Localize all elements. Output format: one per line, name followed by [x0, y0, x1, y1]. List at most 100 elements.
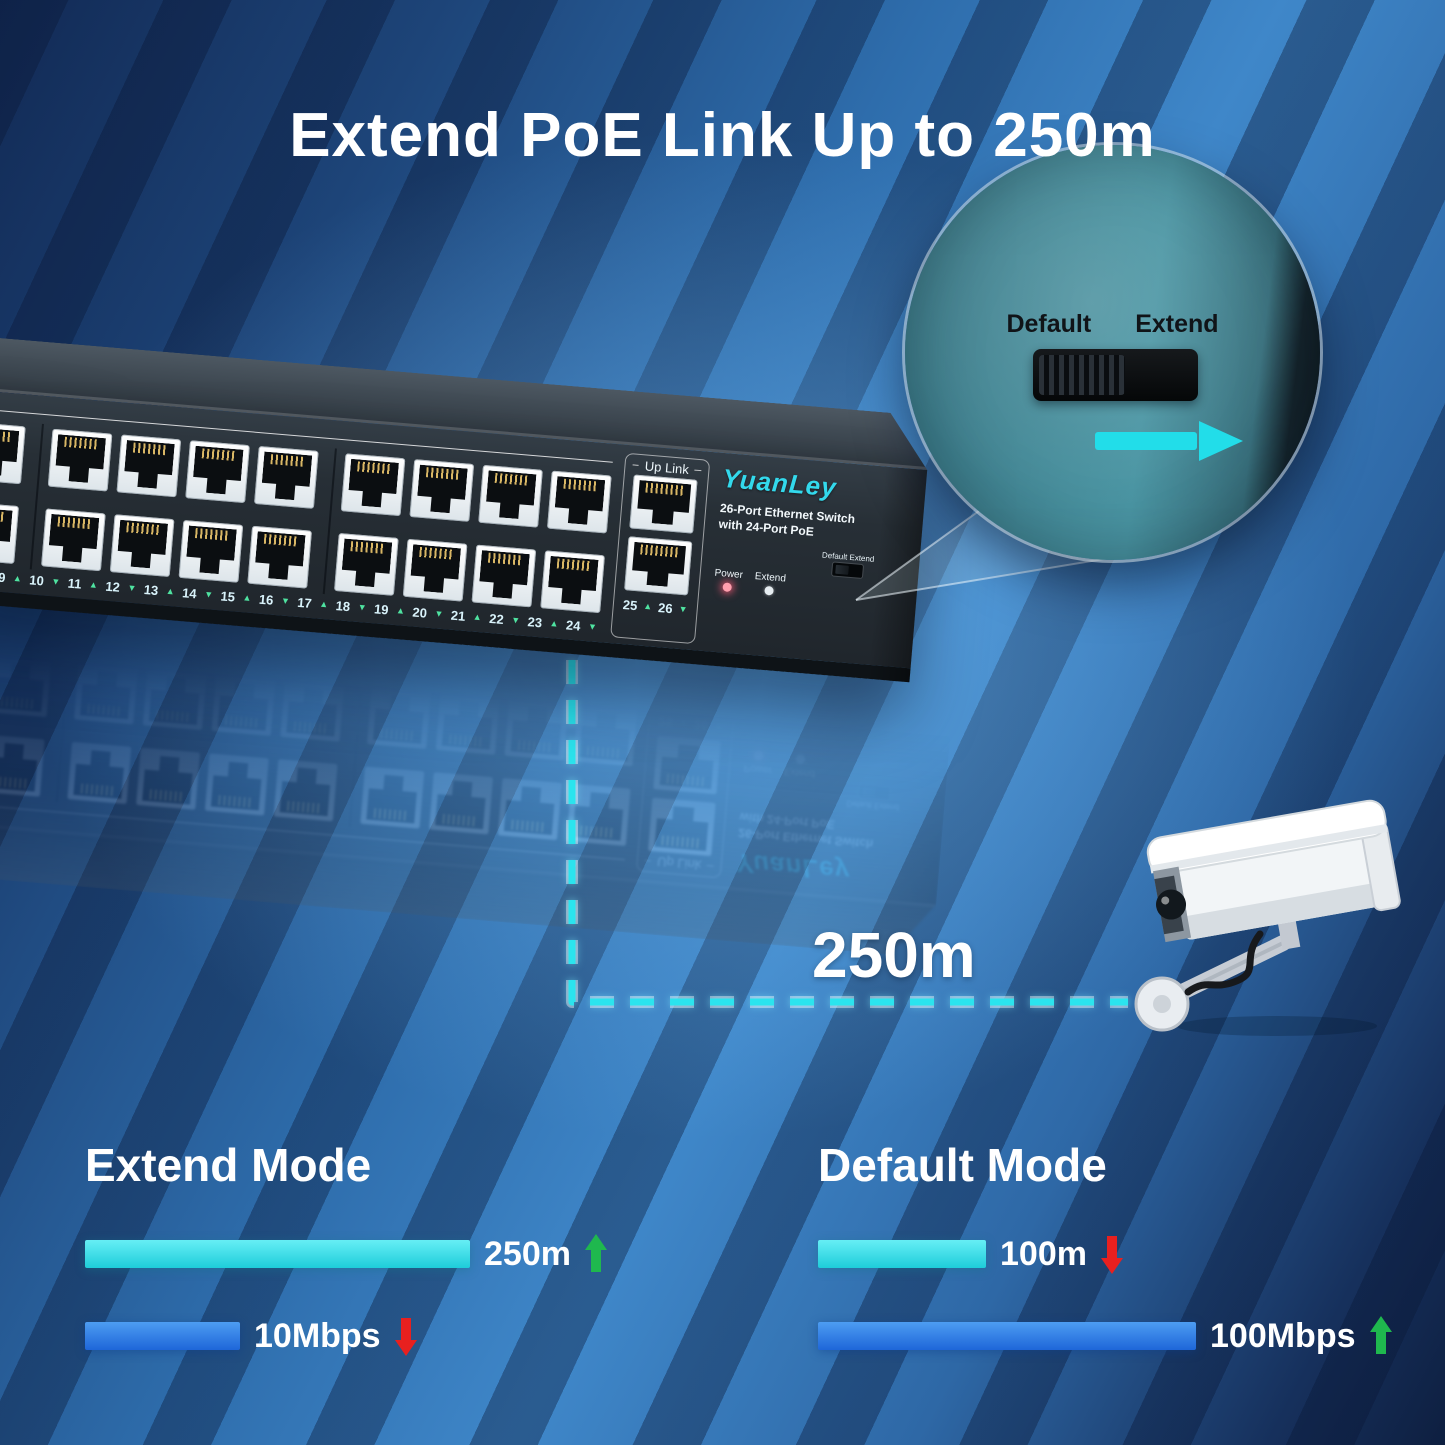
- port-number: 18: [335, 597, 351, 614]
- port-number: 9: [0, 569, 7, 585]
- port-column: [428, 692, 501, 835]
- rj45-port: [435, 692, 501, 755]
- zoom-inset-circle: Default Extend: [905, 145, 1320, 560]
- mode-row: 250m: [85, 1234, 607, 1274]
- rj45-port: [204, 753, 270, 816]
- port-number: 19: [413, 668, 430, 685]
- rj45-port: [340, 453, 406, 517]
- port-column: [334, 453, 406, 596]
- port-led-triangle-icon: ▼: [473, 676, 484, 687]
- port-number: 26: [693, 717, 709, 734]
- port-led-triangle-icon: ▲: [512, 679, 523, 690]
- port-led-triangle-icon: ▼: [243, 656, 254, 668]
- bar-value-label: 100m: [1000, 1234, 1087, 1273]
- port-column: [566, 703, 638, 847]
- uplink-number-row: 25▲26▼: [654, 712, 728, 736]
- uplink-ports: [648, 735, 722, 857]
- rj45-port: [0, 421, 26, 485]
- rj45-port: [572, 703, 638, 767]
- bar-value-label: 250m: [484, 1234, 571, 1273]
- port-number: 11: [107, 642, 122, 659]
- rj45-port: [109, 514, 175, 578]
- inset-default-label: Default: [1006, 310, 1092, 338]
- port-led-triangle-icon: ▲: [205, 653, 215, 665]
- port-number: 22: [528, 678, 545, 695]
- distance-label: 250m: [812, 919, 976, 991]
- port-number: 21: [450, 607, 466, 624]
- port-number: 8: [6, 634, 15, 650]
- port-led-triangle-icon: ▲: [549, 618, 559, 629]
- port-number: 26: [657, 599, 674, 616]
- port-led-triangle-icon: ▼: [678, 603, 688, 615]
- brand-logo: YuanLey: [734, 847, 852, 888]
- rj45-port: [73, 661, 139, 725]
- mode-toggle-group: Default Extend: [846, 783, 900, 812]
- rj45-port: [359, 766, 425, 829]
- port-led-triangle-icon: ▲: [52, 640, 63, 652]
- port-column: [273, 679, 345, 822]
- port-led-triangle-icon: ▼: [434, 608, 444, 620]
- port-led-triangle-icon: ▼: [50, 576, 61, 587]
- switch-description: 26-Port Ethernet Switch with 24-Port PoE: [718, 500, 888, 546]
- port-number: 17: [336, 662, 353, 679]
- power-led-label: Power: [714, 568, 744, 582]
- port-led-triangle-icon: ▲: [12, 572, 23, 584]
- rj45-port: [478, 464, 543, 528]
- uplink-label: Up Link: [656, 854, 702, 874]
- arrow-right-icon: [1095, 421, 1243, 461]
- port-number: 14: [181, 584, 198, 601]
- trend-up-arrow-icon: [1369, 1316, 1392, 1356]
- port-led-triangle-icon: ▼: [280, 595, 291, 607]
- port-number: 12: [144, 645, 161, 663]
- switch-description: 26-Port Ethernet Switch with 24-Port PoE: [738, 808, 908, 854]
- port-led-triangle-icon: ▼: [397, 669, 407, 681]
- rj45-port: [273, 758, 338, 822]
- rj45-port: [566, 783, 631, 847]
- mode-toggle-group: Default Extend: [820, 551, 875, 579]
- port-number: 19: [373, 600, 390, 617]
- port-column: [204, 673, 276, 816]
- port-column: [178, 440, 250, 583]
- port-led-triangle-icon: ▲: [242, 592, 252, 603]
- uplink-rj45-port: [653, 735, 722, 795]
- cyan-value-bar: [818, 1240, 986, 1268]
- port-number: 9: [37, 636, 46, 653]
- port-column: [402, 459, 475, 602]
- port-led-triangle-icon: ▼: [320, 663, 331, 674]
- port-led-triangle-icon: ▼: [713, 721, 724, 732]
- rj45-port: [540, 550, 605, 614]
- rj45-port: [279, 679, 345, 742]
- port-number: 13: [143, 581, 159, 598]
- rj45-port: [0, 734, 45, 798]
- port-led-triangle-icon: ▲: [358, 666, 369, 678]
- uplink-label: Up Link: [644, 457, 690, 477]
- uplink-ports: [624, 474, 698, 596]
- extend-led-icon: [795, 753, 806, 764]
- port-led-triangle-icon: ▼: [203, 589, 214, 600]
- rj45-port: [66, 741, 132, 805]
- uplink-rj45-port: [624, 536, 693, 596]
- port-led-triangle-icon: ▼: [127, 582, 137, 594]
- trend-down-arrow-icon: [1100, 1234, 1123, 1274]
- port-column: [135, 667, 208, 811]
- port-number: 11: [67, 575, 83, 592]
- port-number: 23: [566, 681, 583, 698]
- rj45-port: [116, 434, 182, 498]
- port-number: 25: [657, 714, 674, 731]
- blue-value-bar: [85, 1322, 240, 1350]
- uplink-section: Up Link 25▲26▼: [635, 686, 736, 879]
- port-number: 13: [183, 649, 199, 666]
- uplink-rj45-port: [648, 797, 717, 857]
- rj45-port: [47, 428, 113, 492]
- port-number: 15: [220, 587, 236, 605]
- led-row: Power Extend: [743, 750, 912, 787]
- power-led-icon: [722, 582, 733, 593]
- port-column: [359, 686, 432, 829]
- inset-labels: Default Extend: [905, 310, 1320, 339]
- port-column: [0, 654, 52, 798]
- trend-down-arrow-icon: [394, 1316, 417, 1356]
- rj45-port: [334, 533, 399, 596]
- port-led-triangle-icon: ▼: [627, 688, 638, 700]
